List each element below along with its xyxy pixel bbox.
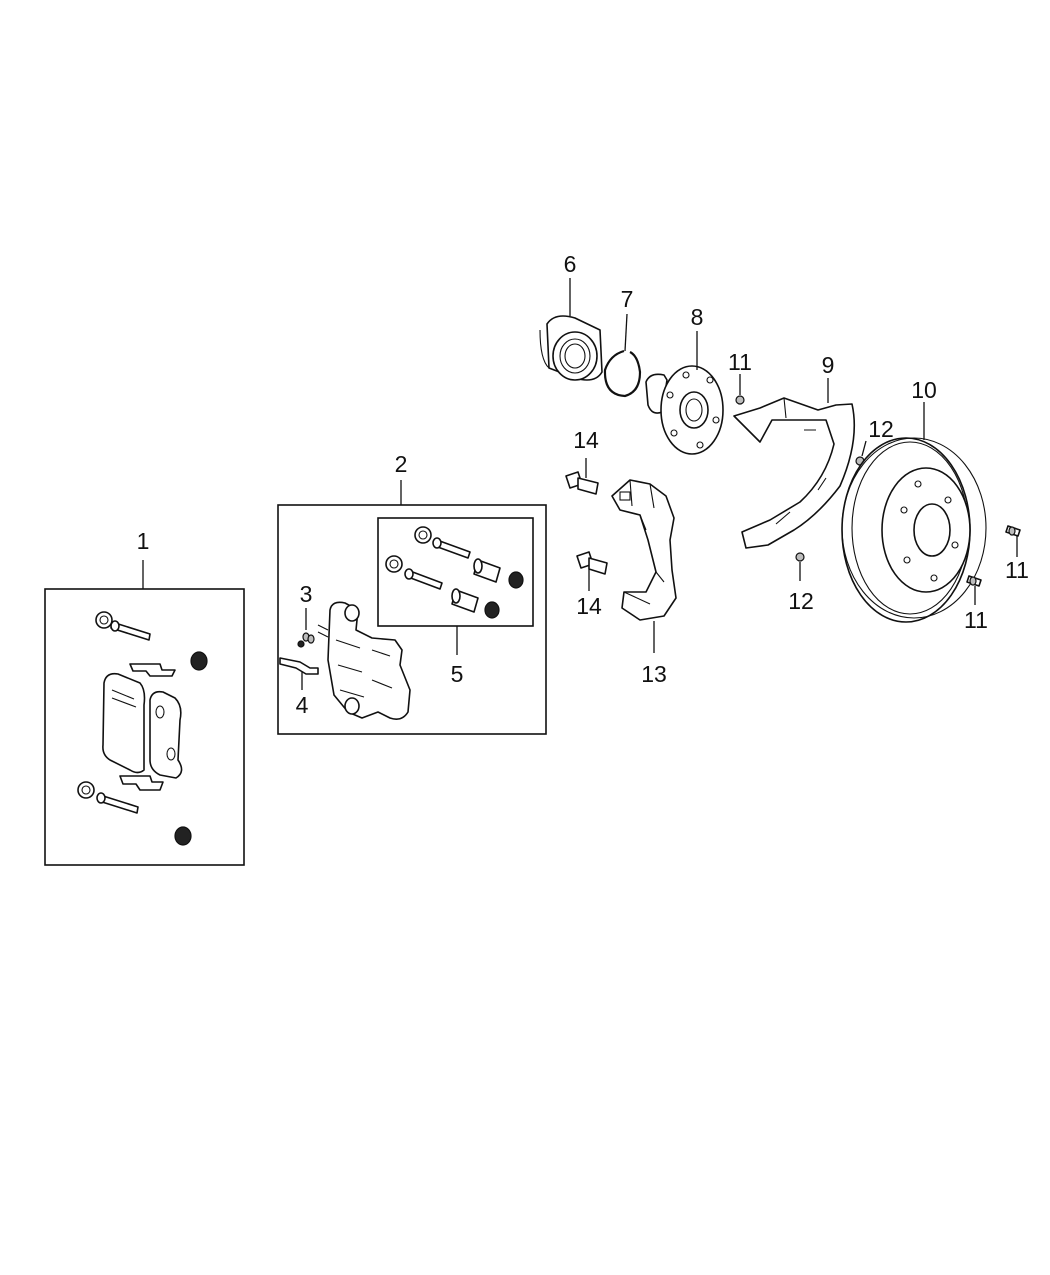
callout-10: 10 xyxy=(911,377,937,403)
anchor-bolt-bottom-icon xyxy=(576,551,608,575)
wheel-hub-icon xyxy=(645,365,724,455)
wheel-stud-lower-icon xyxy=(966,575,982,587)
bolt-12-top-icon xyxy=(735,395,745,405)
caliper-anchor-bracket-icon xyxy=(611,479,677,621)
pad-clip-bottom-icon xyxy=(119,775,164,791)
outer-pad-icon xyxy=(149,690,183,779)
callout-11a: 11 xyxy=(1005,557,1029,583)
brake-rotor-icon xyxy=(841,437,987,623)
pad-kit-frame xyxy=(44,588,245,866)
bushing-top-icon xyxy=(190,651,208,671)
callout-5: 5 xyxy=(451,661,464,687)
dust-shield-icon xyxy=(733,397,856,549)
caliper-body-icon xyxy=(317,601,411,720)
callout-14a: 14 xyxy=(573,427,599,453)
bolt-12-bottom-icon xyxy=(795,552,805,562)
guide-pin-bottom-icon xyxy=(77,781,139,814)
callout-6: 6 xyxy=(564,251,577,277)
callout-12b: 12 xyxy=(868,416,894,442)
callout-2: 2 xyxy=(395,451,408,477)
bushing-bottom-icon xyxy=(174,826,192,846)
callout-7: 7 xyxy=(621,286,634,312)
callout-13: 13 xyxy=(641,661,667,687)
callout-8: 8 xyxy=(691,304,704,330)
caliper-frame xyxy=(277,504,547,735)
callout-9: 9 xyxy=(822,352,835,378)
callout-12c: 12 xyxy=(788,588,814,614)
callout-1: 1 xyxy=(137,528,150,554)
anchor-bolt-top-icon xyxy=(565,471,599,495)
callout-11b: 11 xyxy=(964,607,988,633)
guide-pin-top-icon xyxy=(95,611,151,641)
pin-kit-frame xyxy=(377,517,534,627)
wheel-bearing-icon xyxy=(539,315,603,381)
pad-clip-top-icon xyxy=(129,663,176,677)
caliper-group: 2 5 xyxy=(277,451,547,735)
callout-12a: 11 xyxy=(728,349,752,375)
callout-3: 3 xyxy=(300,581,313,607)
callout-14b: 14 xyxy=(576,593,602,619)
wheel-stud-right-icon xyxy=(1005,525,1021,537)
callout-4: 4 xyxy=(296,692,309,718)
pin-kit-parts xyxy=(385,526,524,619)
snap-ring-icon xyxy=(603,349,642,398)
caliper-clip-icon xyxy=(279,657,319,675)
bleeder-screw-icon xyxy=(297,632,315,648)
pad-kit-group: 1 xyxy=(44,528,245,866)
inner-pad-icon xyxy=(102,672,146,774)
